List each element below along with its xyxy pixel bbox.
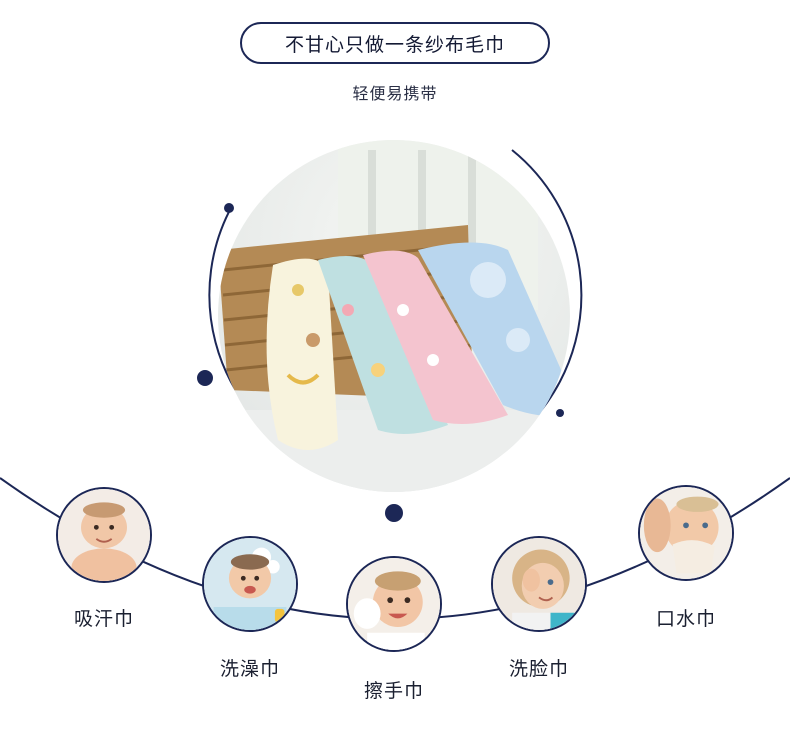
label-sweat-towel: 吸汗巾: [73, 608, 134, 630]
headline-text: 不甘心只做一条纱布毛巾: [284, 33, 505, 56]
label-face-towel: 洗脸巾: [508, 658, 569, 680]
towels-in-basket-icon: [218, 140, 570, 492]
label-bib-towel: 口水巾: [655, 608, 716, 630]
avatar-sweat-towel: [56, 487, 152, 583]
hero-image: [218, 140, 570, 492]
avatar-face-towel: [491, 536, 587, 632]
baby-bathing-icon: [204, 538, 296, 630]
subtitle: 轻便易携带: [352, 84, 438, 103]
label-bath-towel: 洗澡巾: [219, 658, 280, 680]
ring-dot-left: [197, 370, 213, 386]
avatar-hand-towel: [346, 556, 442, 652]
toddler-covering-eye-icon: [493, 538, 585, 630]
headline-pill: 不甘心只做一条纱布毛巾: [240, 22, 550, 64]
label-hand-towel: 擦手巾: [363, 680, 424, 702]
ring-dot-right: [556, 409, 564, 417]
ring-dot-bottom: [385, 504, 403, 522]
baby-with-towel-icon: [640, 487, 732, 579]
baby-smiling-icon: [348, 558, 440, 650]
baby-lying-icon: [58, 489, 150, 581]
avatar-bath-towel: [202, 536, 298, 632]
ring-dot-small: [224, 203, 234, 213]
avatar-bib-towel: [638, 485, 734, 581]
